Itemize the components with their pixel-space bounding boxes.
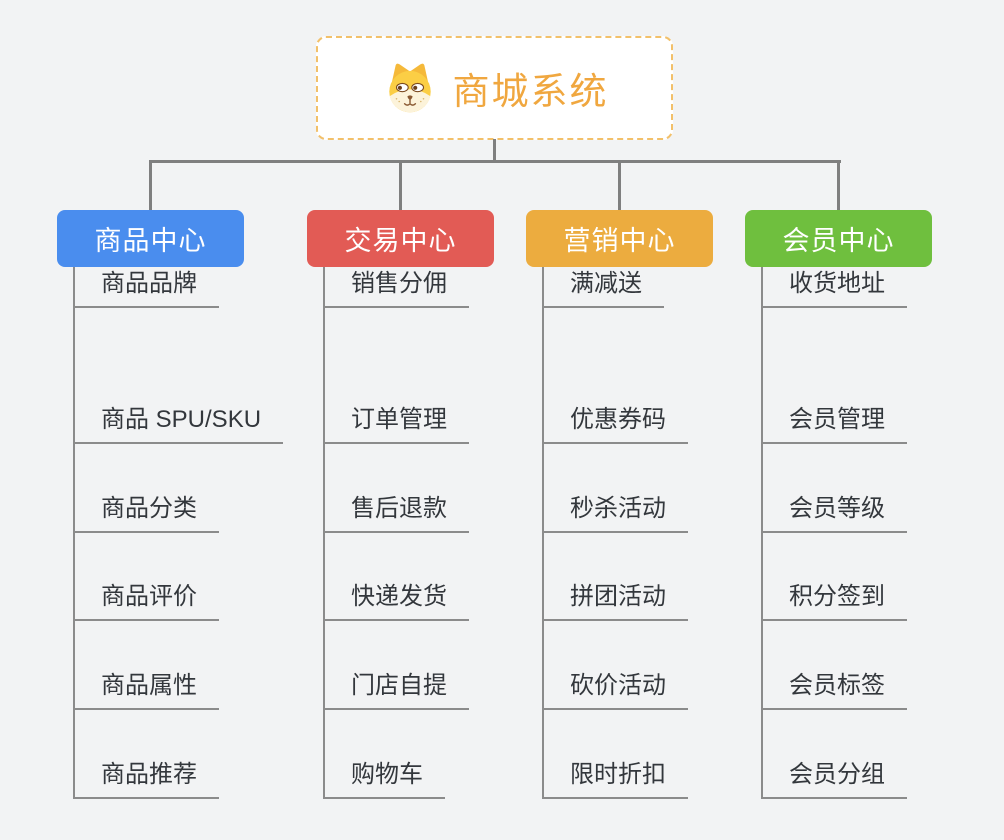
- leaf-node[interactable]: 收货地址: [761, 267, 907, 308]
- root-title: 商城系统: [452, 71, 609, 112]
- leaf-node[interactable]: 商品属性: [73, 669, 219, 710]
- root-node[interactable]: 商城系统: [316, 36, 673, 140]
- column-trunk-line: [73, 267, 75, 799]
- leaf-node[interactable]: 会员等级: [761, 492, 907, 533]
- leaf-node[interactable]: 快递发货: [323, 580, 469, 621]
- leaf-node[interactable]: 积分签到: [761, 580, 907, 621]
- column-trunk-line: [323, 267, 325, 799]
- leaf-node[interactable]: 购物车: [323, 758, 445, 799]
- leaf-node[interactable]: 售后退款: [323, 492, 469, 533]
- leaf-node[interactable]: 优惠券码: [542, 403, 688, 444]
- leaf-node[interactable]: 限时折扣: [542, 758, 688, 799]
- branch-column-product: 商品 SPU/SKU 商品分类 商品评价 商品属性 商品推荐 商品品牌: [73, 267, 303, 801]
- leaf-node[interactable]: 门店自提: [323, 669, 469, 710]
- leaf-node[interactable]: 秒杀活动: [542, 492, 688, 533]
- branch-column-member: 会员管理 会员等级 积分签到 会员标签 会员分组 收货地址: [761, 267, 991, 801]
- branch-node-trade-center[interactable]: 交易中心: [307, 210, 494, 267]
- leaf-node[interactable]: 拼团活动: [542, 580, 688, 621]
- connector-stub-branch-4: [837, 160, 840, 210]
- leaf-node[interactable]: 订单管理: [323, 403, 469, 444]
- branch-node-marketing-center[interactable]: 营销中心: [526, 210, 713, 267]
- branch-column-marketing: 优惠券码 秒杀活动 拼团活动 砍价活动 限时折扣 满减送: [542, 267, 772, 801]
- leaf-node[interactable]: 商品 SPU/SKU: [73, 403, 284, 444]
- leaf-node[interactable]: 销售分佣: [323, 267, 469, 308]
- branch-node-member-center[interactable]: 会员中心: [745, 210, 932, 267]
- column-trunk-line: [761, 267, 763, 799]
- leaf-node[interactable]: 商品品牌: [73, 267, 219, 308]
- leaf-node[interactable]: 会员分组: [761, 758, 907, 799]
- connector-stub-branch-2: [399, 160, 402, 210]
- dog-face-icon: [381, 61, 439, 115]
- leaf-node[interactable]: 满减送: [542, 267, 664, 308]
- connector-stub-branch-1: [149, 160, 152, 210]
- connector-stub-branch-3: [618, 160, 621, 210]
- leaf-node[interactable]: 砍价活动: [542, 669, 688, 710]
- connector-root-stub: [493, 139, 496, 162]
- branch-column-trade: 订单管理 售后退款 快递发货 门店自提 购物车 销售分佣: [323, 267, 553, 801]
- leaf-node[interactable]: 商品推荐: [73, 758, 219, 799]
- leaf-node[interactable]: 会员管理: [761, 403, 907, 444]
- leaf-node[interactable]: 商品分类: [73, 492, 219, 533]
- branch-node-product-center[interactable]: 商品中心: [57, 210, 244, 267]
- leaf-node[interactable]: 商品评价: [73, 580, 219, 621]
- connector-horizontal: [149, 160, 841, 163]
- column-trunk-line: [542, 267, 544, 799]
- leaf-node[interactable]: 会员标签: [761, 669, 907, 710]
